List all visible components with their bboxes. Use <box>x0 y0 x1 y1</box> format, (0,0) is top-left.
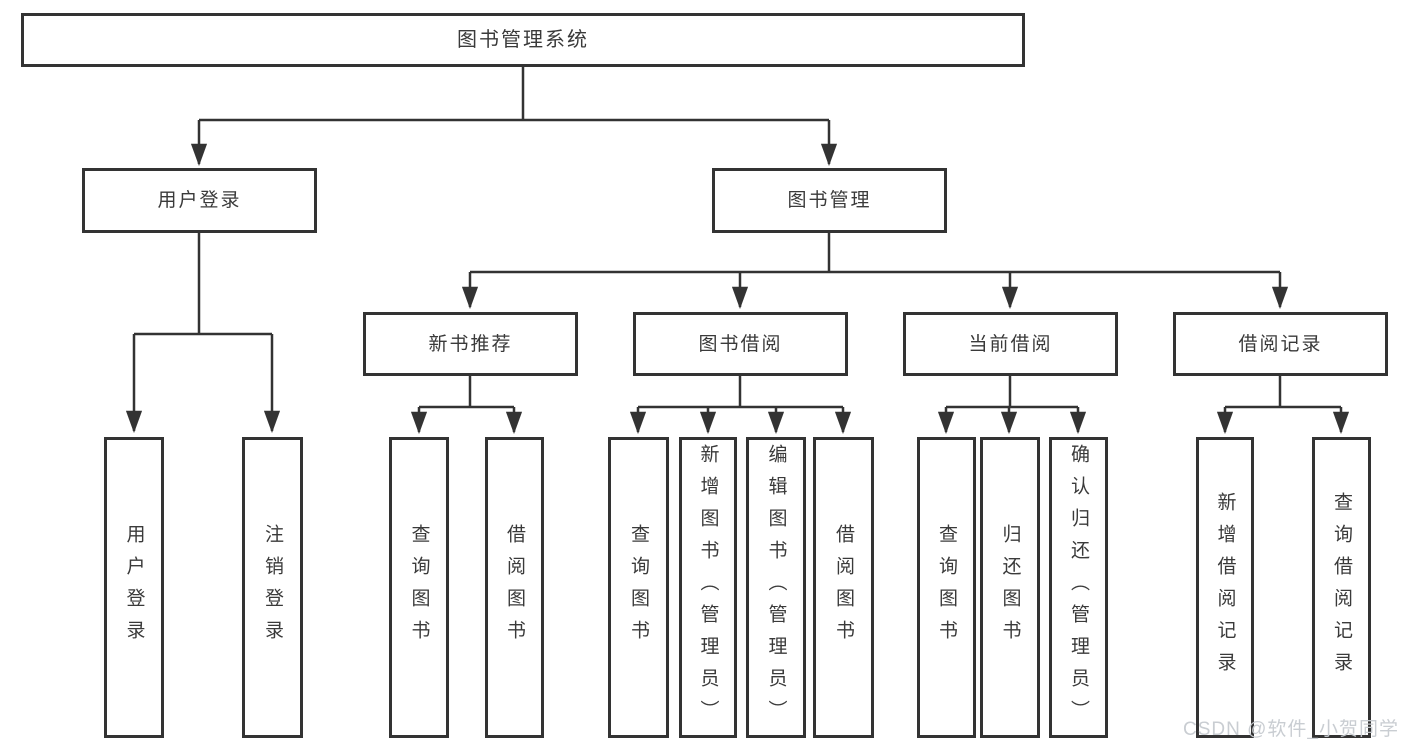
leaf-confirm-return-admin: 确认归还（管理员） <box>1049 437 1108 738</box>
leaf-logout-login: 注销登录 <box>242 437 303 738</box>
leaf-user-login: 用户登录 <box>104 437 164 738</box>
node-current-borrow: 当前借阅 <box>903 312 1118 376</box>
leaf-add-books-admin: 新增图书（管理员） <box>679 437 737 738</box>
node-book-management: 图书管理 <box>712 168 947 233</box>
watermark: CSDN @软件_小贺同学 <box>1183 719 1399 740</box>
leaf-query-borrow-record: 查询借阅记录 <box>1312 437 1371 738</box>
tree-arrow-lines <box>125 120 1350 435</box>
leaf-recommend-borrow-books: 借阅图书 <box>485 437 544 738</box>
node-new-book-recommend: 新书推荐 <box>363 312 578 376</box>
node-system-root: 图书管理系统 <box>21 13 1025 67</box>
leaf-borrow-books: 借阅图书 <box>813 437 874 738</box>
node-borrow-records: 借阅记录 <box>1173 312 1388 376</box>
leaf-borrow-query-books: 查询图书 <box>608 437 669 738</box>
leaf-edit-books-admin: 编辑图书（管理员） <box>746 437 806 738</box>
node-user-login: 用户登录 <box>82 168 317 233</box>
leaf-current-query-books: 查询图书 <box>917 437 976 738</box>
leaf-recommend-query-books: 查询图书 <box>389 437 449 738</box>
tree-branch-lines <box>134 67 1341 409</box>
leaf-return-books: 归还图书 <box>980 437 1040 738</box>
leaf-add-borrow-record: 新增借阅记录 <box>1196 437 1254 738</box>
node-book-borrow: 图书借阅 <box>633 312 848 376</box>
